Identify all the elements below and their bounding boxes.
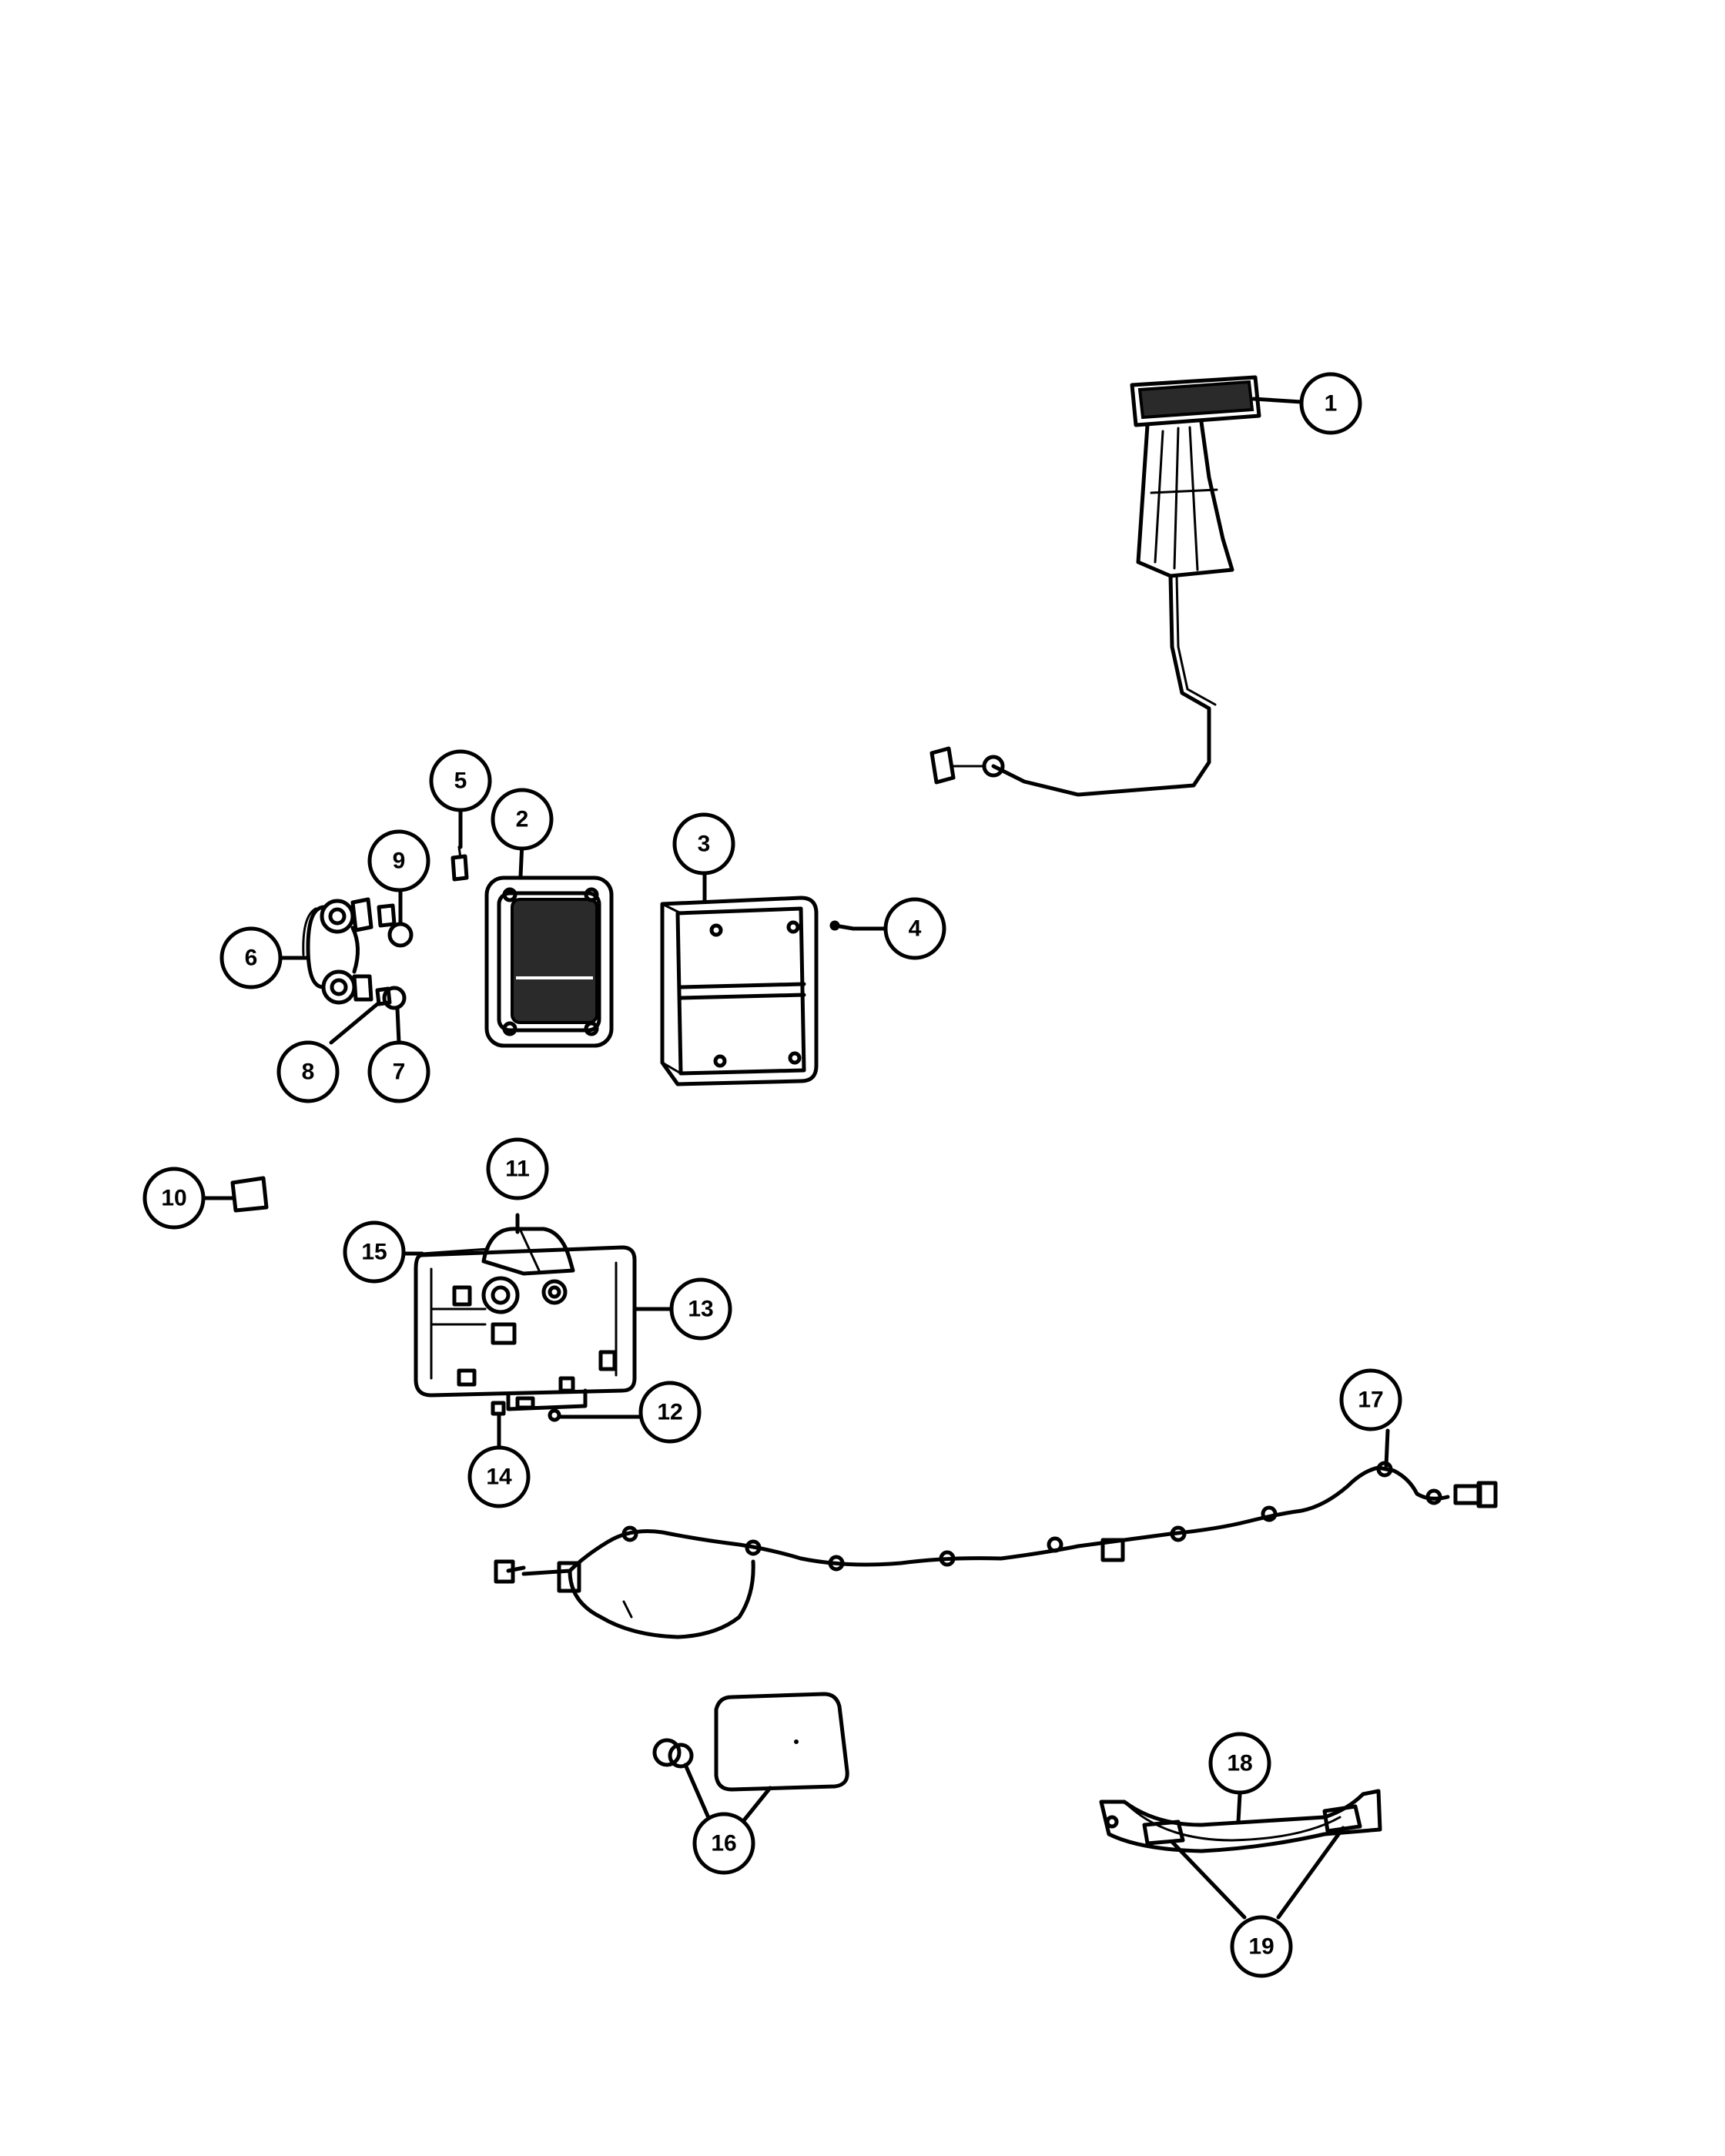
part-17-rear-harness [494,1461,1498,1639]
callout-4: 4 [883,897,946,960]
part-10-pad [230,1176,269,1213]
callout-4-label: 4 [909,916,922,942]
callout-15-label: 15 [361,1240,387,1265]
callout-19: 19 [1230,1915,1293,1978]
leader-lines [199,397,1390,1920]
part-12-screw [548,1408,561,1422]
callout-17: 17 [1339,1368,1402,1431]
callout-18-label: 18 [1227,1751,1252,1776]
callout-6-label: 6 [245,946,258,971]
callout-9-label: 9 [393,849,406,874]
callout-15: 15 [343,1220,406,1284]
part-11-lamp-hood [481,1227,575,1276]
callout-2: 2 [491,788,554,851]
callout-16-label: 16 [711,1831,736,1856]
part-4-screw [829,920,856,931]
callout-5-label: 5 [454,768,467,794]
callout-2-label: 2 [516,807,529,832]
callout-5: 5 [429,749,492,812]
callout-16: 16 [692,1812,755,1875]
callout-13-label: 13 [688,1297,713,1322]
part-2-tail-lamp [484,875,614,1048]
callout-8-label: 8 [302,1060,315,1085]
callout-3: 3 [672,812,735,875]
callout-11-label: 11 [505,1157,530,1182]
part-13-bracket [414,1245,637,1411]
callout-8: 8 [276,1040,340,1103]
callout-3-label: 3 [698,832,711,857]
callout-18: 18 [1208,1732,1271,1795]
callout-12-label: 12 [657,1400,682,1425]
part-1-high-mount-lamp [929,375,1261,797]
callout-14-label: 14 [486,1465,512,1490]
part-16-bulb-lens [652,1692,849,1792]
part-19-license-lamps [1142,1804,1362,1846]
part-8-bulb-socket [375,986,392,1006]
callout-6: 6 [219,926,283,989]
callout-12: 12 [638,1381,702,1444]
part-7-bulb [382,986,407,1010]
callout-11: 11 [486,1137,549,1200]
part-3-lamp-guard [660,896,819,1086]
callout-19-label: 19 [1248,1934,1274,1960]
callout-1-label: 1 [1325,391,1338,417]
callout-17-label: 17 [1358,1388,1383,1413]
callout-10-label: 10 [161,1186,186,1211]
callout-10: 10 [142,1167,206,1230]
callout-7-label: 7 [393,1060,406,1085]
callout-7: 7 [367,1040,430,1103]
callout-13: 13 [669,1277,732,1341]
part-9-bulb [377,903,414,948]
callout-1: 1 [1299,372,1362,435]
callout-9: 9 [367,829,430,892]
part-6-socket-wiring [302,897,373,1005]
callout-14: 14 [467,1445,531,1508]
part-5-clip [451,845,469,882]
part-15-seal [420,1247,490,1255]
